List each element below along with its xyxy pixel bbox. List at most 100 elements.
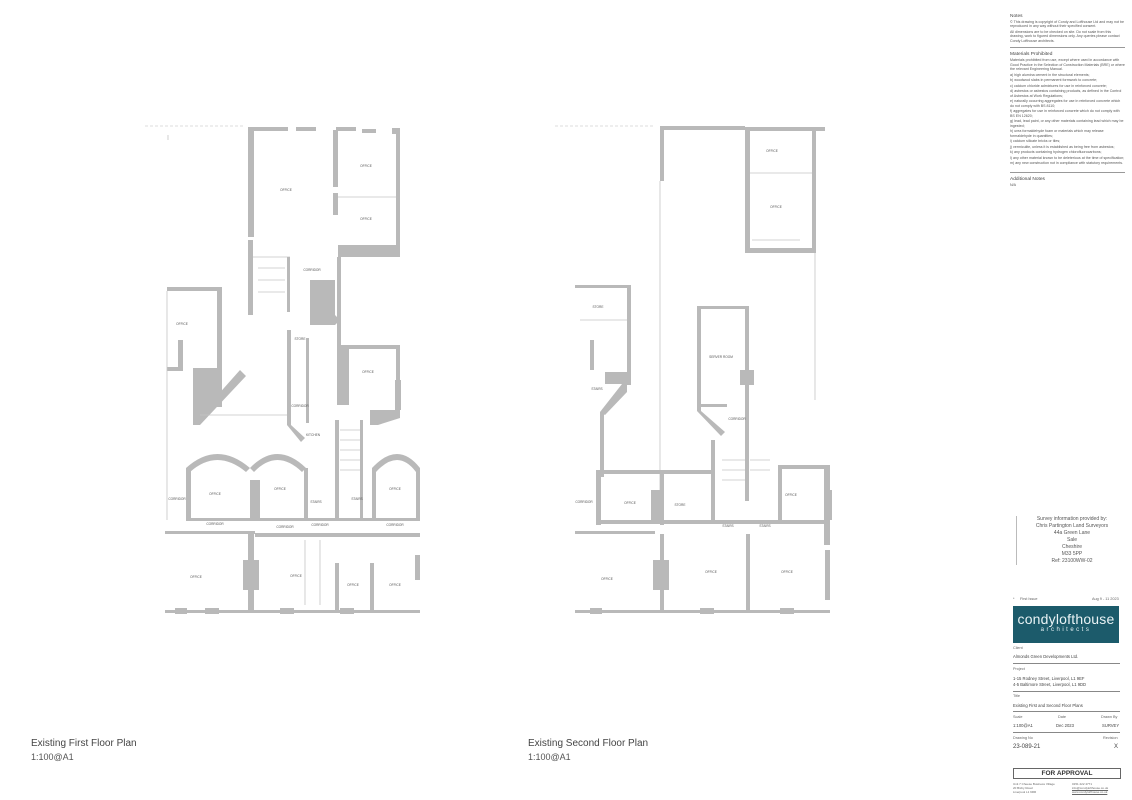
material-item: f) aggregates for use in reinforced conc… — [1010, 109, 1120, 118]
room-label: OFFICE — [190, 575, 202, 579]
room-label: OFFICE — [360, 217, 372, 221]
materials-heading: Materials Prohibited — [1010, 52, 1053, 58]
material-item: c) calcium chloride admixtures for use i… — [1010, 83, 1107, 88]
first-floor-walls — [145, 125, 420, 614]
phone: 0151 222 4771 — [1072, 782, 1093, 786]
logo-name: condylofthouse — [1017, 611, 1115, 627]
materials-intro: Materials prohibited from use, except wh… — [1010, 58, 1125, 72]
survey-line: Survey information provided by: — [1036, 516, 1108, 522]
materials-list: a) high alumina cement in the structural… — [1010, 73, 1125, 166]
room-label: OFFICE — [389, 583, 401, 587]
client-value: Almonds Green Developments Ltd. — [1013, 654, 1079, 659]
room-label: STAIRS — [310, 500, 321, 504]
room-label: OFFICE — [290, 574, 302, 578]
room-label: OFFICE — [389, 487, 401, 491]
material-item: i) calcium silicate bricks or tiles; — [1010, 139, 1061, 144]
material-item: j) vermiculite, unless it is established… — [1010, 144, 1115, 149]
room-label: OFFICE — [209, 492, 221, 496]
drawing-no-value: 23-089-21 — [1013, 744, 1041, 750]
plan-title: Existing First Floor Plan — [31, 738, 137, 749]
room-label: SERVER ROOM — [709, 355, 733, 359]
survey-line: Cheshire — [1061, 544, 1082, 550]
notes-section: Notes © This drawing is copyright of Con… — [1010, 0, 1125, 187]
room-label: CORRIDOR — [386, 523, 404, 527]
room-label: CORRIDOR — [291, 404, 309, 408]
room-label: OFFICE — [274, 487, 286, 491]
office-contact: 0151 222 4771 info@condylofthouse.co.uk … — [1072, 782, 1108, 794]
office-address: Unit 7 Cheese Business Village 20 Bixby … — [1013, 782, 1055, 794]
room-label: OFFICE — [705, 570, 717, 574]
survey-line: Sale — [1066, 537, 1077, 543]
room-label: STAIRS — [591, 387, 602, 391]
room-label: CORRIDOR — [206, 522, 224, 526]
revision-desc: First Issue — [1020, 597, 1038, 601]
material-item: k) any products containing hydrogen chlo… — [1010, 150, 1102, 155]
survey-line: M33 5PP — [1061, 551, 1083, 557]
room-label: KITCHEN — [306, 433, 321, 437]
survey-info: Survey information provided by: Chris Pa… — [1016, 516, 1127, 565]
material-item: d) asbestos or asbestos containing produ… — [1010, 89, 1122, 98]
room-label: OFFICE — [601, 577, 613, 581]
room-label: OFFICE — [360, 164, 372, 168]
title-label: Title — [1013, 694, 1021, 698]
material-item: g) lead, lead paint, or any other materi… — [1010, 119, 1124, 128]
room-label: CORRIDOR — [311, 523, 329, 527]
material-item: e) naturally occurring aggregates for us… — [1010, 99, 1121, 108]
room-label: OFFICE — [785, 493, 797, 497]
survey-line: Chris Partington Land Surveyors — [1035, 523, 1109, 529]
revision-value: X — [1114, 744, 1119, 750]
date-label: Date — [1058, 715, 1067, 719]
material-item: a) high alumina cement in the structural… — [1010, 72, 1090, 77]
room-label: STORE — [593, 305, 604, 309]
first-floor-room-labels: OFFICE OFFICE OFFICE CORRIDOR OFFICE OFF… — [168, 164, 404, 587]
survey-line: Ref: 23100WW-02 — [1051, 558, 1093, 564]
room-label: CORRIDOR — [728, 417, 746, 421]
address-line: Unit 7 Cheese Business Village — [1013, 782, 1055, 786]
plan-title: Existing Second Floor Plan — [528, 738, 649, 749]
room-label: OFFICE — [770, 205, 782, 209]
drawn-by-label: Drawn By — [1101, 715, 1118, 719]
room-label: CORRIDOR — [303, 268, 321, 272]
room-label: OFFICE — [624, 501, 636, 505]
room-label: OFFICE — [347, 583, 359, 587]
second-floor-caption: Existing Second Floor Plan 1:100@A1 — [528, 738, 648, 762]
project-line: 1-15 Rodney Street, Liverpool, L1 9EF — [1013, 676, 1085, 681]
plan-scale: 1:100@A1 — [528, 752, 571, 762]
room-label: STORE — [675, 503, 686, 507]
website-link[interactable]: www.condylofthouse.co.uk — [1072, 790, 1108, 794]
date-value: Dec 2023 — [1056, 723, 1074, 728]
survey-line: 44a Green Lane — [1053, 530, 1091, 536]
room-label: STAIRS — [351, 497, 362, 501]
room-label: CORRIDOR — [276, 525, 294, 529]
scale-label: Scale — [1013, 715, 1023, 719]
material-item: l) any other material known to be delete… — [1010, 155, 1125, 160]
second-floor-room-labels: OFFICE OFFICE STORE SERVER ROOM CORRIDOR… — [575, 149, 797, 581]
logo-sub: architects — [1040, 627, 1092, 633]
room-label: OFFICE — [781, 570, 793, 574]
drawing-no-label: Drawing No — [1013, 736, 1033, 740]
scale-value: 1:100@A1 — [1013, 723, 1033, 728]
additional-notes: N/A — [1010, 182, 1016, 187]
second-floor-walls — [555, 125, 832, 614]
client-label: Client — [1013, 646, 1023, 650]
revision-date: Aug 9 - 11 2023 — [1092, 597, 1119, 601]
room-label: CORRIDOR — [575, 500, 593, 504]
note: All dimensions are to be checked on site… — [1010, 29, 1120, 43]
status-badge: FOR APPROVAL — [1013, 768, 1121, 779]
material-item: m) any new construction not in complianc… — [1010, 161, 1124, 166]
room-label: STORE — [295, 337, 306, 341]
room-label: STAIRS — [722, 524, 733, 528]
revision-label: Revision — [1103, 736, 1118, 740]
title-block: Notes © This drawing is copyright of Con… — [1010, 0, 1125, 800]
material-item: h) urea formaldehyde foam or materials w… — [1010, 129, 1104, 138]
room-label: OFFICE — [362, 370, 374, 374]
address-line: Liverpool L1 9RR — [1013, 790, 1037, 794]
room-label: CORRIDOR — [168, 497, 186, 501]
note: © This drawing is copyright of Condy and… — [1010, 20, 1125, 29]
room-label: OFFICE — [176, 322, 188, 326]
room-label: STAIRS — [759, 524, 770, 528]
email-link[interactable]: info@condylofthouse.co.uk — [1072, 786, 1109, 790]
title-value: Existing First and Second Floor Plans — [1013, 703, 1083, 708]
project-line: 4-5 Baltimore Street, Liverpool, L1 9DD — [1013, 682, 1087, 687]
